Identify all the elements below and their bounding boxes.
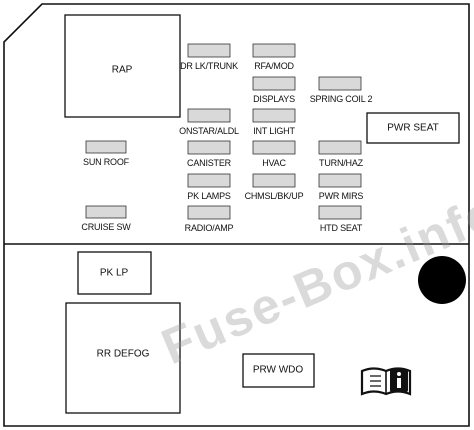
rr-defog-label: RR DEFOG <box>96 348 150 360</box>
fuse-label-htd-seat: HTD SEAT <box>319 223 363 233</box>
fuse-label-cruise-sw: CRUISE SW <box>81 222 131 232</box>
fuse-sun-roof <box>85 140 127 154</box>
fuse-dr-lk-trunk <box>187 43 231 58</box>
fuse-label-pwr-mirs: PWR MIRS <box>318 191 364 201</box>
fuse-label-int-light: INT LIGHT <box>253 126 295 136</box>
rap-block <box>64 14 181 118</box>
fuse-label-onstar-aldl: ONSTAR/ALDL <box>179 126 239 136</box>
fuse-label-pk-lamps: PK LAMPS <box>187 191 231 201</box>
pk-lp-block <box>77 251 152 295</box>
pwr-seat-block <box>366 112 460 144</box>
fuse-turn-haz <box>318 140 362 155</box>
fuse-htd-seat <box>318 205 362 220</box>
prw-wdo-block <box>242 353 315 388</box>
fuse-label-turn-haz: TURN/HAZ <box>319 158 363 168</box>
fuse-label-dr-lk-trunk: DR LK/TRUNK <box>180 61 238 71</box>
fuse-radio-amp <box>187 205 231 220</box>
fuse-chmsl-bk-up <box>252 173 296 188</box>
rr-defog-block <box>65 302 181 414</box>
pwr-seat-label: PWR SEAT <box>387 122 439 134</box>
fuse-pwr-mirs <box>318 173 362 188</box>
fuse-label-rfa-mod: RFA/MOD <box>254 61 294 71</box>
fuse-label-displays: DISPLAYS <box>253 94 295 104</box>
fuse-label-radio-amp: RADIO/AMP <box>184 223 234 233</box>
manual-info-icon <box>360 367 412 396</box>
fuse-cruise-sw <box>85 205 127 219</box>
fuse-int-light <box>252 108 296 123</box>
prw-wdo-label: PRW WDO <box>252 364 304 376</box>
fuse-hvac <box>252 140 296 155</box>
fuse-label-sun-roof: SUN ROOF <box>83 157 129 167</box>
fuse-pk-lamps <box>187 173 231 188</box>
fuse-displays <box>252 76 296 91</box>
fuse-canister <box>187 140 231 155</box>
fuse-label-hvac: HVAC <box>262 158 286 168</box>
fuse-label-spring-coil-2: SPRING COIL 2 <box>309 94 373 104</box>
fuse-spring-coil-2 <box>318 76 362 91</box>
pk-lp-label: PK LP <box>99 267 129 279</box>
fuse-rfa-mod <box>252 43 296 58</box>
fuse-label-canister: CANISTER <box>187 158 231 168</box>
panel-border <box>3 3 470 427</box>
fuse-onstar-aldl <box>187 108 231 123</box>
fuse-label-chmsl-bk-up: CHMSL/BK/UP <box>244 191 304 201</box>
rap-label: RAP <box>111 64 133 76</box>
knob-circle <box>418 256 466 304</box>
